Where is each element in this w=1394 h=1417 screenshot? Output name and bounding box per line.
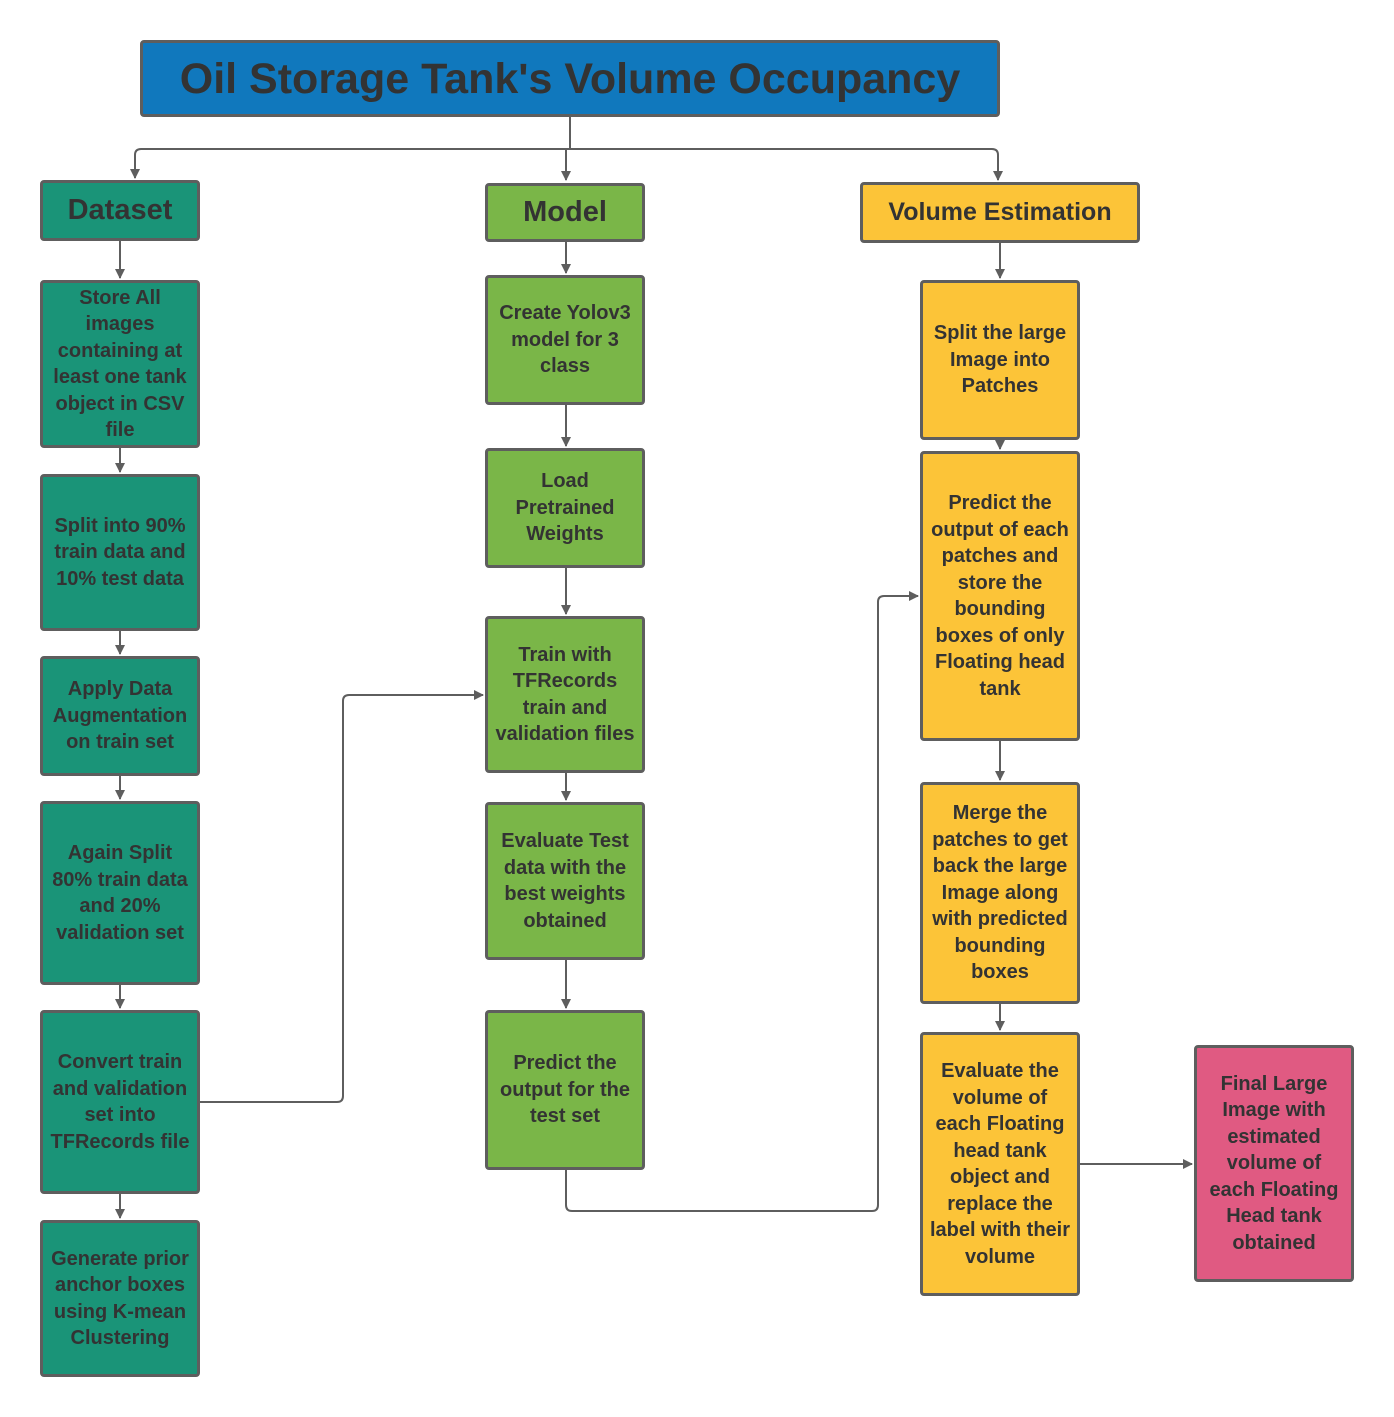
connector: [570, 148, 1003, 181]
dataset-step: Generate prior anchor boxes using K-mean…: [40, 1220, 200, 1377]
connector: [565, 591, 919, 1212]
model-step: Evaluate Test data with the best weights…: [485, 802, 645, 960]
dataset-step: Store All images containing at least one…: [40, 280, 200, 448]
dataset-step: Convert train and validation set into TF…: [40, 1010, 200, 1194]
dataset-header: Dataset: [40, 180, 200, 241]
connector: [200, 690, 484, 1103]
connector: [130, 148, 570, 179]
model-header: Model: [485, 183, 645, 242]
model-step: Train with TFRecords train and validatio…: [485, 616, 645, 773]
dataset-step: Apply Data Augmentation on train set: [40, 656, 200, 776]
diagram-title: Oil Storage Tank's Volume Occupancy: [140, 40, 1000, 117]
dataset-step: Again Split 80% train data and 20% valid…: [40, 801, 200, 985]
volume-step: Split the large Image into Patches: [920, 280, 1080, 440]
model-step: Create Yolov3 model for 3 class: [485, 275, 645, 405]
model-step: Predict the output for the test set: [485, 1010, 645, 1170]
volume-header: Volume Estimation: [860, 182, 1140, 243]
final-output: Final Large Image with estimated volume …: [1194, 1045, 1354, 1282]
volume-step: Predict the output of each patches and s…: [920, 451, 1080, 741]
volume-step: Merge the patches to get back the large …: [920, 782, 1080, 1004]
dataset-step: Split into 90% train data and 10% test d…: [40, 474, 200, 631]
volume-step: Evaluate the volume of each Floating hea…: [920, 1032, 1080, 1296]
model-step: Load Pretrained Weights: [485, 448, 645, 568]
